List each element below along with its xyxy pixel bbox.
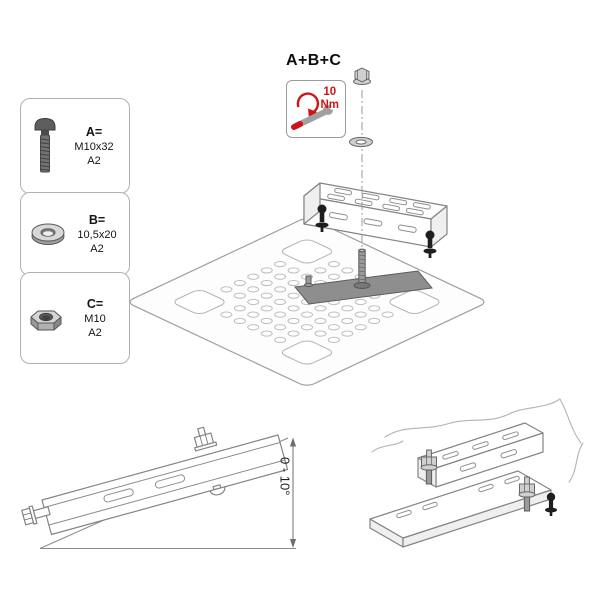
part-spec: M10 bbox=[84, 312, 106, 325]
nut-c-exploded bbox=[353, 67, 371, 85]
part-grade: A2 bbox=[90, 243, 104, 256]
hex-nut-icon bbox=[28, 303, 64, 333]
washer-icon bbox=[28, 220, 68, 248]
base-plate-slots bbox=[396, 475, 520, 519]
part-label: C= bbox=[86, 296, 104, 311]
plate-hole-grid bbox=[192, 248, 423, 356]
side-view-slots bbox=[103, 474, 186, 503]
torque-unit: Nm bbox=[320, 98, 339, 111]
carriage-bolt-iso bbox=[545, 492, 557, 516]
part-grade: A2 bbox=[87, 155, 101, 168]
assembled-iso-view bbox=[369, 398, 584, 548]
bolt-nut-left-iso bbox=[420, 449, 438, 485]
carriage-bolt-right-exploded bbox=[423, 230, 437, 258]
part-spec: 10,5x20 bbox=[77, 228, 117, 241]
plate-corner-cutout bbox=[171, 289, 228, 316]
adapter-plate bbox=[294, 248, 433, 305]
side-bolt-left bbox=[21, 505, 51, 526]
part-box-a: A= M10x32 A2 bbox=[20, 98, 130, 194]
angle-dimension: 0 - 10° bbox=[278, 437, 297, 548]
wrench-icon bbox=[291, 104, 335, 130]
bracket-iso-slots bbox=[442, 431, 519, 472]
torque-box: 10 Nm bbox=[286, 80, 346, 138]
plate-corner-cutout bbox=[279, 339, 336, 366]
torque-wrench-icon bbox=[291, 92, 335, 130]
plate-corner-cutout bbox=[279, 238, 336, 265]
adapter-plate-bolt bbox=[353, 248, 371, 289]
torque-number: 10 bbox=[323, 86, 337, 98]
base-plate-iso bbox=[369, 470, 552, 548]
side-bolt-top bbox=[193, 426, 226, 496]
part-label: B= bbox=[88, 212, 106, 227]
bracket-left-end bbox=[303, 182, 321, 225]
carriage-bolt-icon bbox=[28, 116, 62, 176]
bracket-exploded bbox=[303, 182, 448, 258]
sheet-sketch-lines bbox=[371, 398, 584, 483]
angle-label: 0 - 10° bbox=[278, 457, 293, 495]
assembly-formula: A+B+C bbox=[286, 52, 342, 69]
side-view-drawing: 0 - 10° bbox=[21, 426, 297, 549]
part-spec: M10x32 bbox=[74, 140, 114, 153]
part-label: A= bbox=[85, 124, 103, 139]
part-box-c: C= M10 A2 bbox=[20, 272, 130, 364]
carriage-bolt-left-exploded bbox=[315, 204, 329, 232]
plate-corner-cutout bbox=[386, 289, 443, 316]
bolt-nut-right-iso bbox=[518, 476, 536, 512]
part-grade: A2 bbox=[88, 327, 102, 340]
washer-b-exploded bbox=[349, 136, 373, 148]
torque-value: 10 Nm bbox=[320, 86, 339, 112]
part-box-b: B= 10,5x20 A2 bbox=[20, 192, 130, 276]
exploded-assembly-view bbox=[126, 67, 488, 387]
